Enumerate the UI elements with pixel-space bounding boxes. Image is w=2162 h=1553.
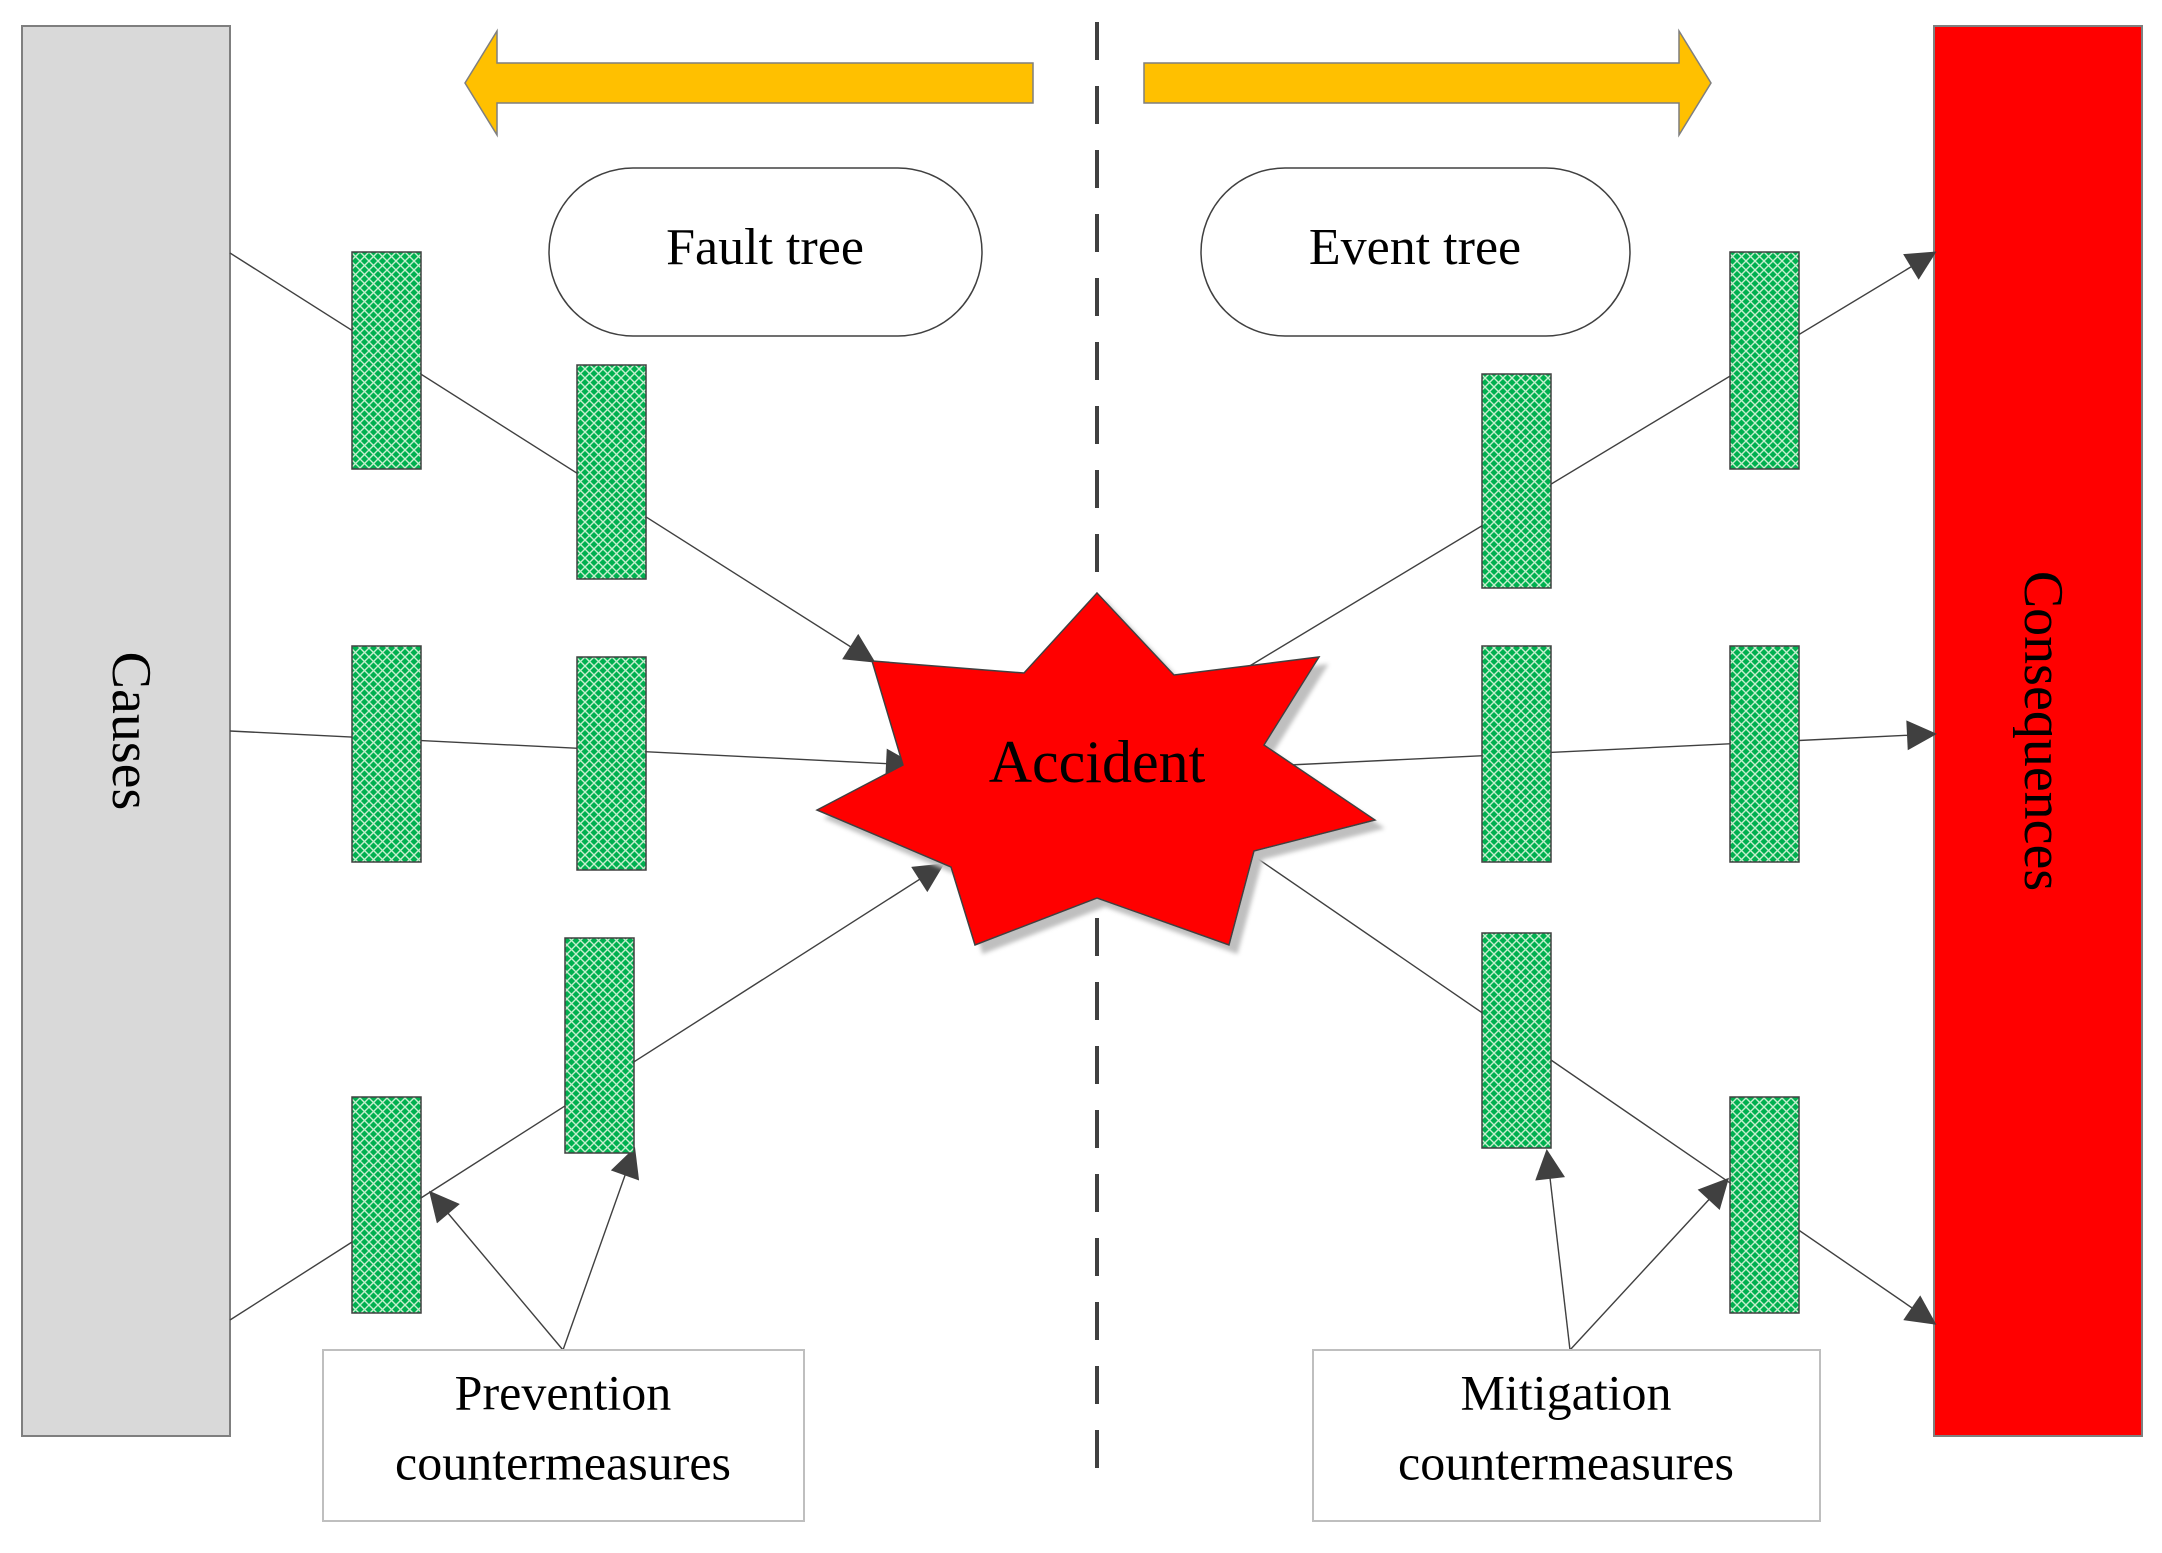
barrier-l2	[576, 364, 647, 580]
mitigation-pointer-2	[1569, 1177, 1730, 1351]
event-tree-label: Event tree	[1309, 219, 1521, 276]
barrier-r6	[1729, 1096, 1800, 1314]
fault-tree-label: Fault tree	[666, 219, 864, 276]
consequences-label: Consequences	[2012, 571, 2074, 891]
barrier-r3	[1481, 645, 1552, 863]
barrier-l4	[576, 656, 647, 871]
mitigation-barriers	[1481, 251, 1800, 1314]
causes-label: Causes	[100, 652, 162, 811]
barrier-r4	[1729, 645, 1800, 863]
consequence-path-bottom	[1247, 851, 1937, 1325]
barrier-l5	[564, 937, 635, 1154]
causes-block	[21, 25, 231, 1437]
mitigation-pointer-1	[1535, 1149, 1571, 1351]
mitigation-box	[1312, 1349, 1821, 1522]
cause-path-top	[229, 252, 876, 663]
barrier-l6	[351, 1096, 422, 1314]
right-arrow	[1143, 28, 1712, 138]
left-arrow	[464, 28, 1034, 138]
mitigation-label-line2: countermeasures	[1398, 1434, 1734, 1490]
consequence-path-middle	[1288, 720, 1937, 766]
prevention-label-line1: Prevention	[455, 1364, 672, 1420]
prevention-pointer-2	[562, 1147, 640, 1351]
consequence-path-top	[1242, 251, 1937, 671]
barrier-r1	[1729, 251, 1800, 470]
mitigation-label-line1: Mitigation	[1460, 1364, 1671, 1420]
countermeasure-pointers	[429, 1147, 1730, 1351]
prevention-pointer-1	[429, 1190, 564, 1351]
consequences-block	[1933, 25, 2143, 1437]
barrier-r5	[1481, 932, 1552, 1149]
barrier-l1	[351, 251, 422, 470]
consequence-paths	[1242, 251, 1937, 1325]
barrier-l3	[351, 645, 422, 863]
cause-path-middle	[229, 730, 916, 779]
fault-tree-pill	[548, 167, 983, 337]
event-tree-pill	[1200, 167, 1631, 337]
barrier-r2	[1481, 373, 1552, 589]
prevention-barriers	[351, 251, 647, 1314]
accident-label: Accident	[989, 729, 1206, 795]
prevention-box	[322, 1349, 805, 1522]
accident-star	[815, 591, 1377, 946]
prevention-label-line2: countermeasures	[395, 1434, 731, 1490]
